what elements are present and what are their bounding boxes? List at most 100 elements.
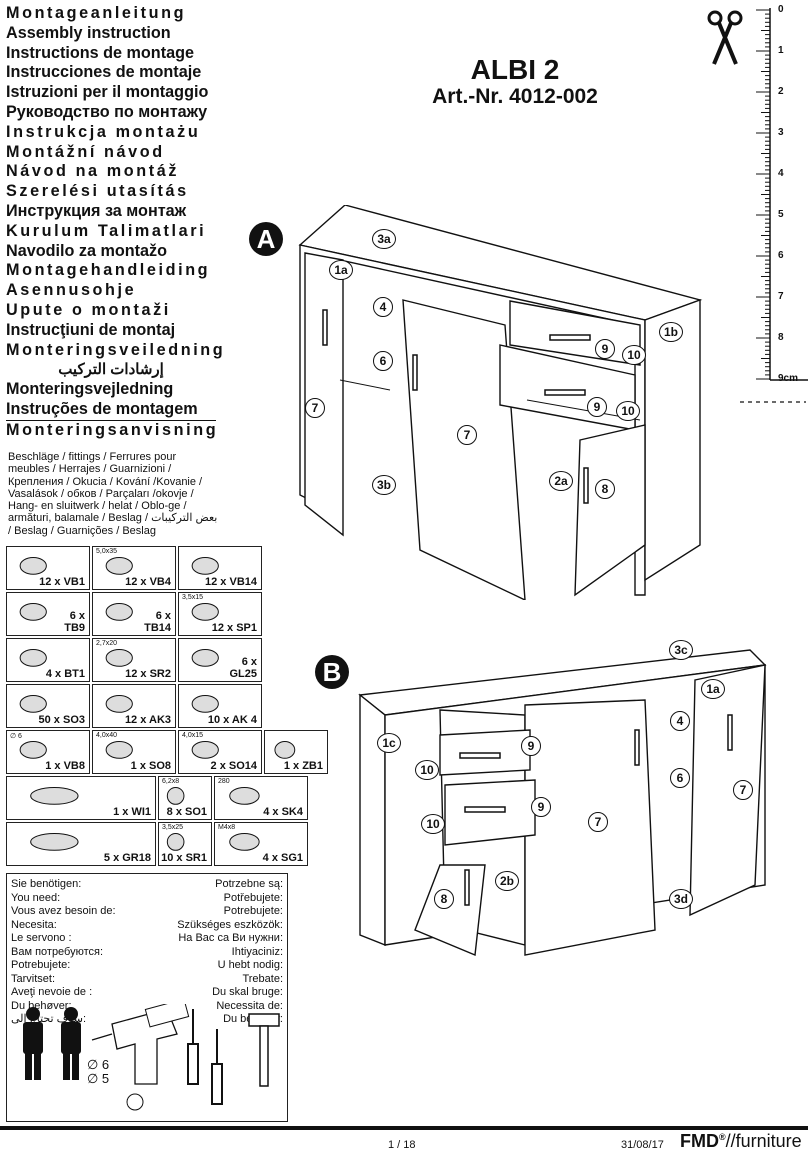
fitting-quantity: 6 x GL25 <box>229 656 257 680</box>
tools-needed-line: Szükséges eszközök: <box>177 918 283 931</box>
fitting-cell: 4 x BT1 <box>6 638 90 682</box>
ruler-label: 7 <box>778 291 784 302</box>
fitting-size: 4,0x40 <box>96 732 118 739</box>
fitting-cell: 6 x TB14 <box>92 592 176 636</box>
fitting-size: M4x8 <box>218 824 236 831</box>
fitting-size: 3,5x25 <box>162 824 184 831</box>
part-label: 6 <box>373 351 393 371</box>
ruler-label: 6 <box>778 250 784 261</box>
part-label: 10 <box>616 401 640 421</box>
title-line: Instrucciones de montaje <box>6 63 202 82</box>
fitting-quantity: 12 x AK3 <box>124 714 171 726</box>
fitting-cell: 5 x GR18 <box>6 822 156 866</box>
fitting-size: 3,5x15 <box>182 594 204 601</box>
part-label: 3c <box>669 640 693 660</box>
fitting-cell: 12 x VB1 <box>6 546 90 590</box>
title-line: Assembly instruction <box>6 23 171 42</box>
part-label: 3b <box>372 475 396 495</box>
part-label: 7 <box>457 425 477 445</box>
tools-needed-line: Trebate: <box>242 972 283 985</box>
part-label: 1a <box>329 260 353 280</box>
part-label: 4 <box>670 711 690 731</box>
fitting-size: 280 <box>218 778 230 785</box>
title-line: Monteringsvejledning <box>6 380 174 399</box>
title-line: Kurulum Talimatlari <box>6 221 207 240</box>
drill-sizes: ∅ 6 ∅ 5 <box>87 1057 110 1086</box>
product-header: ALBI 2 Art.-Nr. 4012-002 <box>410 55 620 109</box>
title-line: Istruzioni per il montaggio <box>6 83 209 102</box>
fitting-cell: 50 x SO3 <box>6 684 90 728</box>
tools-needed-line: Ihtiyaciniz: <box>231 945 283 958</box>
part-label: 2b <box>495 871 519 891</box>
fitting-cell: 1 x ZB1 <box>264 730 328 774</box>
fitting-quantity: 12 x VB1 <box>39 576 85 588</box>
fitting-cell: 10 x AK 4 <box>178 684 262 728</box>
part-label: 4 <box>373 297 393 317</box>
fitting-quantity: 12 x VB14 <box>205 576 257 588</box>
title-line: Instruções de montagem <box>6 399 198 418</box>
title-line: إرشادات التركيب <box>58 361 164 379</box>
article-number: Art.-Nr. 4012-002 <box>432 85 598 108</box>
ruler-label: 3 <box>778 127 784 138</box>
title-line: Monteringsanvisning <box>6 419 219 439</box>
part-label: 10 <box>415 760 439 780</box>
ruler-label: 5 <box>778 209 784 220</box>
fitting-quantity: 50 x SO3 <box>38 714 85 726</box>
brand-logo: FMD®//furniture <box>680 1131 802 1151</box>
title-line: Инструкция за монтаж <box>6 201 187 220</box>
part-label: 1c <box>377 733 401 753</box>
hammer-icon <box>248 1013 280 1087</box>
title-line: Návod na montáž <box>6 162 180 181</box>
title-line: Monteringsveiledning <box>6 340 226 359</box>
fitting-quantity: 4 x SK4 <box>263 806 303 818</box>
part-label: 6 <box>670 768 690 788</box>
fitting-size: 6,2x8 <box>162 778 180 785</box>
tools-needed-line: Potrebujete: <box>11 959 71 971</box>
fitting-cell: 6 x TB9 <box>6 592 90 636</box>
fitting-quantity: 4 x BT1 <box>45 668 85 680</box>
part-label: 7 <box>733 780 753 800</box>
fitting-quantity: 10 x SR1 <box>161 852 207 864</box>
part-label: 9 <box>521 736 541 756</box>
sideboard-diagram-b <box>358 649 767 957</box>
part-label: 2a <box>549 471 573 491</box>
two-persons-icon <box>23 1007 81 1080</box>
part-label: 10 <box>421 814 445 834</box>
part-label: 10 <box>622 345 646 365</box>
tools-needed-box: Sie benötigen:You need:Vous avez besoin … <box>6 873 288 1122</box>
part-label: 8 <box>434 889 454 909</box>
part-label: 9 <box>587 397 607 417</box>
part-label: 3a <box>372 229 396 249</box>
product-name: ALBI 2 <box>470 54 560 85</box>
fitting-quantity: 1 x WI1 <box>113 806 151 818</box>
part-label: 1b <box>659 322 683 342</box>
fitting-quantity: 4 x SG1 <box>262 852 303 864</box>
fitting-quantity: 8 x SO1 <box>166 806 207 818</box>
tools-needed-line: Tarvitset: <box>11 972 56 985</box>
title-line: Instructions de montage <box>6 43 194 62</box>
fitting-quantity: 12 x SP1 <box>211 622 257 634</box>
title-line: Instrucţiuni de montaj <box>6 320 176 339</box>
fitting-cell: 3,5x15 12 x SP1 <box>178 592 262 636</box>
fitting-quantity: 5 x GR18 <box>103 852 151 864</box>
title-line: Montageanleitung <box>6 4 187 22</box>
title-line: Montagehandleiding <box>6 261 211 280</box>
tools-needed-line: Du skal bruge: <box>212 986 283 998</box>
ruler-label: 0 <box>778 4 784 15</box>
print-date: 31/08/17 <box>621 1139 664 1151</box>
fitting-quantity: 6 x TB14 <box>144 610 171 634</box>
ruler-label: 9cm <box>778 373 799 384</box>
part-label: 9 <box>595 339 615 359</box>
fitting-size: 4,0x15 <box>182 732 204 739</box>
tools-needed-line: Potrzebne są: <box>215 878 283 890</box>
tools-needed-line: Vous avez besoin de: <box>11 905 116 917</box>
title-line: Navodilo za montažo <box>6 241 167 260</box>
title-line: Instrukcja montażu <box>6 122 201 141</box>
scissors-icon <box>707 10 743 65</box>
tools-needed-line: Aveţi nevoie de : <box>11 986 93 998</box>
fitting-cell: 6,2x8 8 x SO1 <box>158 776 212 820</box>
fitting-size: 5,0x35 <box>96 548 118 555</box>
tools-needed-line: Potrebujete: <box>223 905 283 917</box>
